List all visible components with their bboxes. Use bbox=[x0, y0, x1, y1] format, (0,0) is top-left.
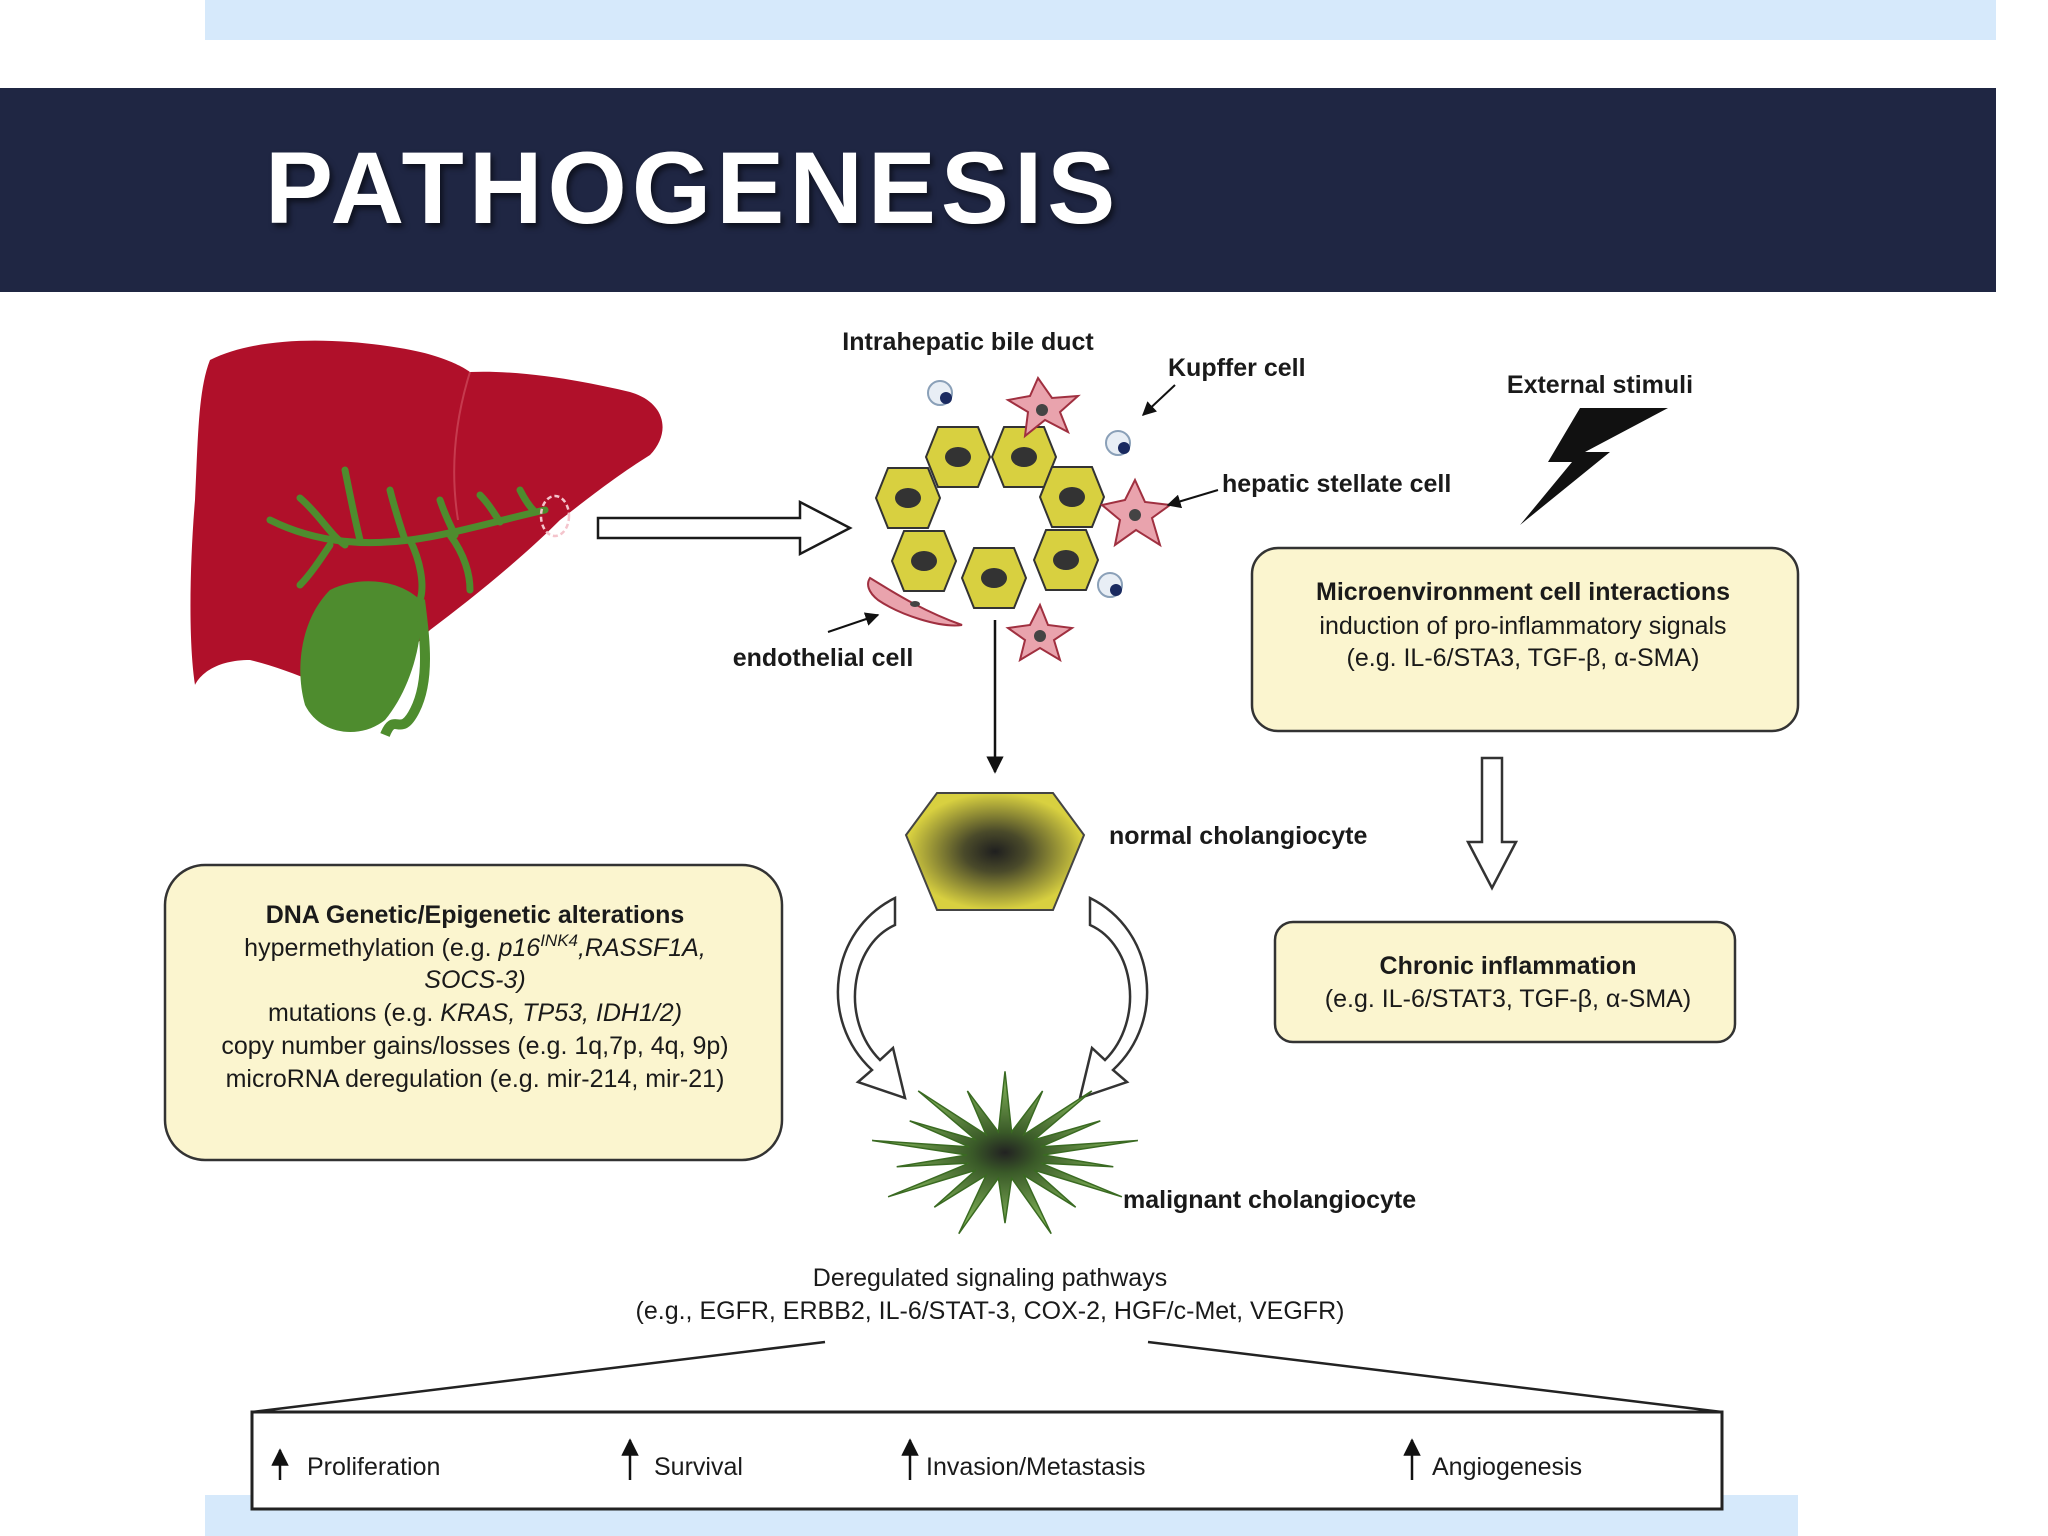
outcome-proliferation: Proliferation bbox=[271, 1448, 440, 1481]
pathways-title: Deregulated signaling pathways bbox=[813, 1264, 1167, 1292]
top-accent-band bbox=[205, 0, 1996, 40]
zoom-arrow bbox=[596, 499, 853, 557]
microenvironment-line-1: induction of pro-inflammatory signals bbox=[1319, 612, 1726, 640]
svg-text:Proliferation: Proliferation bbox=[307, 1453, 440, 1481]
stellate-pointer-arrow bbox=[1166, 489, 1219, 509]
microenvironment-line-2: (e.g. IL-6/STA3, TGF-β, α-SMA) bbox=[1347, 644, 1700, 672]
outcome-survival: Survival bbox=[621, 1438, 743, 1481]
funnel-right-line bbox=[1147, 1340, 1723, 1414]
left-transformation-arrow bbox=[836, 895, 907, 1100]
cholangiocyte-cell bbox=[874, 467, 942, 529]
hepatic-stellate-cell bbox=[1005, 602, 1075, 663]
cholangiocyte-cell bbox=[1038, 466, 1106, 528]
slide-title: PATHOGENESIS bbox=[265, 131, 1121, 245]
cholangiocyte-cell bbox=[1032, 529, 1100, 591]
endothelial-cell bbox=[867, 576, 963, 627]
magnified-region-circle bbox=[539, 494, 571, 538]
dna-alterations-box: DNA Genetic/Epigenetic alterations hyper… bbox=[163, 863, 784, 1162]
funnel-left-line bbox=[251, 1340, 826, 1414]
svg-text:Survival: Survival bbox=[654, 1453, 743, 1481]
pathways-examples: (e.g., EGFR, ERBB2, IL-6/STAT-3, COX-2, … bbox=[636, 1297, 1345, 1325]
chronic-inflammation-line-1: (e.g. IL-6/STAT3, TGF-β, α-SMA) bbox=[1325, 985, 1691, 1013]
malignant-cholangiocyte bbox=[871, 1071, 1139, 1235]
dna-box-title: DNA Genetic/Epigenetic alterations bbox=[266, 901, 685, 929]
malignant-cholangiocyte-label: malignant cholangiocyte bbox=[1123, 1186, 1416, 1214]
outcomes-box: Proliferation Survival Invasion/Metastas… bbox=[250, 1410, 1724, 1511]
kupffer-cell bbox=[1105, 430, 1131, 456]
kupffer-cell bbox=[927, 380, 953, 406]
cholangiocyte-cell bbox=[960, 547, 1028, 609]
normal-cholangiocyte bbox=[904, 792, 1086, 911]
hepatic-stellate-cell bbox=[1005, 375, 1081, 439]
lightning-bolt-icon bbox=[1520, 408, 1668, 525]
gallbladder-shape bbox=[300, 581, 421, 732]
right-transformation-arrow bbox=[1078, 895, 1149, 1100]
endothelial-pointer-arrow bbox=[827, 612, 880, 633]
bile-duct-tree bbox=[266, 466, 549, 604]
dna-box-line-3: mutations (e.g. KRAS, TP53, IDH1/2) bbox=[268, 999, 682, 1027]
svg-text:Angiogenesis: Angiogenesis bbox=[1432, 1453, 1582, 1481]
cholangiocyte-cell bbox=[990, 426, 1058, 488]
to-chronic-inflammation-arrow bbox=[1465, 756, 1519, 891]
microenvironment-title: Microenvironment cell interactions bbox=[1316, 578, 1730, 606]
title-bar bbox=[0, 88, 1996, 292]
kupffer-pointer-arrow bbox=[1141, 384, 1176, 416]
dna-box-line-1: hypermethylation (e.g. p16INK4,RASSF1A, bbox=[244, 931, 706, 962]
endothelial-label: endothelial cell bbox=[733, 644, 914, 672]
bile-duct-label: Intrahepatic bile duct bbox=[842, 328, 1094, 356]
dna-box-line-2: SOCS-3) bbox=[424, 966, 525, 994]
bile-duct-cell-ring bbox=[874, 426, 1106, 609]
stellate-label: hepatic stellate cell bbox=[1222, 470, 1451, 498]
dna-box-line-4: copy number gains/losses (e.g. 1q,7p, 4q… bbox=[221, 1032, 728, 1060]
dna-box-line-5: microRNA deregulation (e.g. mir-214, mir… bbox=[226, 1065, 725, 1093]
chronic-inflammation-title: Chronic inflammation bbox=[1380, 952, 1637, 980]
normal-cholangiocyte-label: normal cholangiocyte bbox=[1109, 822, 1367, 850]
liver-illustration bbox=[190, 340, 663, 738]
cholangiocyte-cell bbox=[924, 426, 992, 488]
chronic-inflammation-box: Chronic inflammation (e.g. IL-6/STAT3, T… bbox=[1273, 920, 1737, 1044]
cholangiocyte-cell bbox=[890, 530, 958, 592]
hepatic-stellate-cell bbox=[1099, 477, 1173, 548]
microenvironment-box: Microenvironment cell interactions induc… bbox=[1250, 546, 1800, 733]
kupffer-cell bbox=[1097, 572, 1123, 598]
outcome-invasion-metastasis: Invasion/Metastasis bbox=[901, 1438, 1146, 1481]
svg-text:Invasion/Metastasis: Invasion/Metastasis bbox=[926, 1453, 1146, 1481]
external-stimuli-label: External stimuli bbox=[1507, 371, 1693, 399]
kupffer-label: Kupffer cell bbox=[1168, 354, 1306, 382]
outcome-angiogenesis: Angiogenesis bbox=[1403, 1438, 1582, 1481]
